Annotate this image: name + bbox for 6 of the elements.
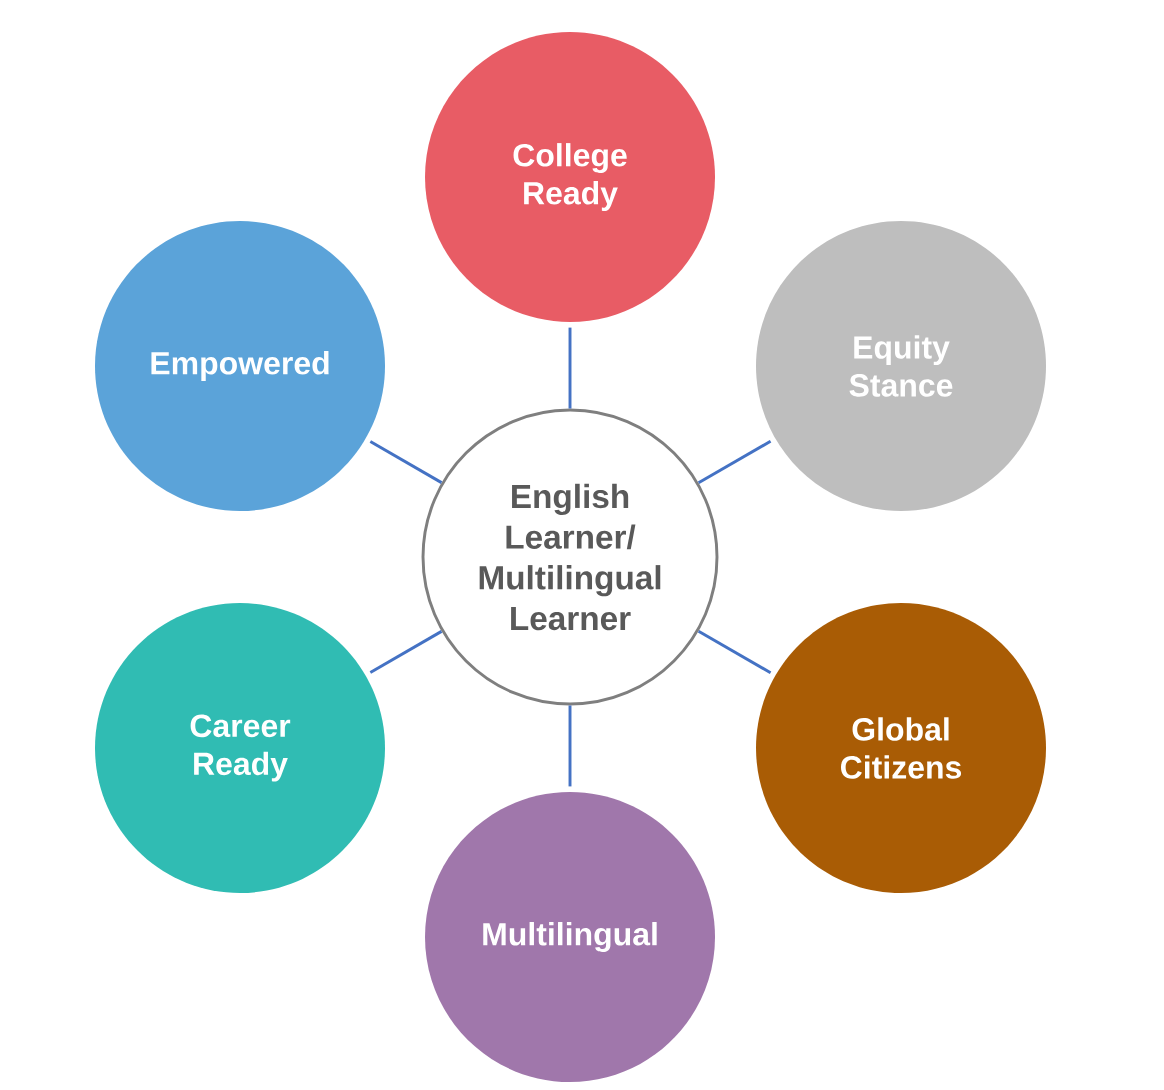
connector-line — [369, 630, 443, 674]
connector-line — [568, 705, 572, 787]
connector-line — [568, 327, 572, 409]
connector-line — [697, 629, 772, 674]
connector-line — [369, 440, 443, 484]
connector-line — [697, 440, 772, 485]
